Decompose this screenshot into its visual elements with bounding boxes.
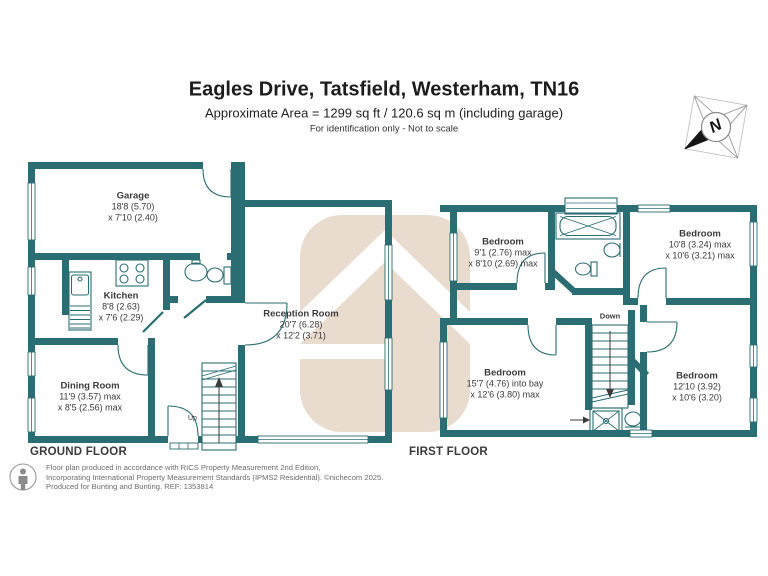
airing-cupboard — [564, 197, 618, 215]
footer-line-1: Floor plan produced in accordance with R… — [46, 463, 321, 472]
ground-floor-label: GROUND FLOOR — [30, 446, 127, 458]
compass-rose — [684, 95, 748, 159]
bathroom-fixtures — [555, 212, 621, 277]
first-floor-label: FIRST FLOOR — [409, 446, 488, 458]
wc-fixtures — [184, 259, 232, 285]
stairs-up-label: Up — [188, 415, 197, 422]
first-floor-plan — [439, 197, 758, 438]
page-title: Eagles Drive, Tatsfield, Westerham, TN16 — [188, 78, 580, 101]
first-windows — [439, 197, 758, 438]
room-label-reception-room: Reception Room 20'7 (6.28) x 12'2 (3.71) — [263, 308, 339, 341]
shower-room-fixtures — [570, 407, 642, 435]
room-label-dining-room: Dining Room 11'9 (3.57) max x 8'5 (2.56)… — [57, 380, 123, 413]
footer-line-3: Produced for Bunting and Bunting. REF: 1… — [46, 482, 214, 492]
kitchen-fixtures — [68, 259, 149, 331]
stairs-up — [201, 362, 237, 451]
first-doors — [516, 252, 678, 356]
footer-disclaimer: Floor plan produced in accordance with R… — [46, 463, 383, 492]
room-label-bedroom-top-left: Bedroom 9'1 (2.76) max x 8'10 (2.69) max — [468, 236, 538, 269]
room-label-kitchen: Kitchen 8'8 (2.63) x 7'6 (2.29) — [98, 290, 144, 323]
page-note: For identification only - Not to scale — [309, 123, 459, 135]
person-measure-icon — [9, 463, 37, 491]
ground-doors — [117, 168, 288, 437]
stairs-down — [591, 324, 629, 409]
ground-floor-plan — [27, 162, 393, 451]
room-label-garage: Garage 18'8 (5.70) x 7'10 (2.40) — [108, 190, 158, 223]
footer-line-2: Incorporating International Property Mea… — [46, 472, 384, 482]
ground-windows — [27, 182, 393, 450]
page-subtitle: Approximate Area = 1299 sq ft / 120.6 sq… — [204, 105, 564, 121]
room-label-bedroom-bottom-right: Bedroom 12'10 (3.92) x 10'6 (3.20) — [672, 370, 722, 403]
stairs-down-label: Down — [599, 311, 621, 321]
room-label-bedroom-bottom-left: Bedroom 15'7 (4.76) into bay x 12'6 (3.8… — [466, 367, 544, 400]
room-label-bedroom-top-right: Bedroom 10'8 (3.24) max x 10'6 (3.21) ma… — [665, 228, 735, 261]
